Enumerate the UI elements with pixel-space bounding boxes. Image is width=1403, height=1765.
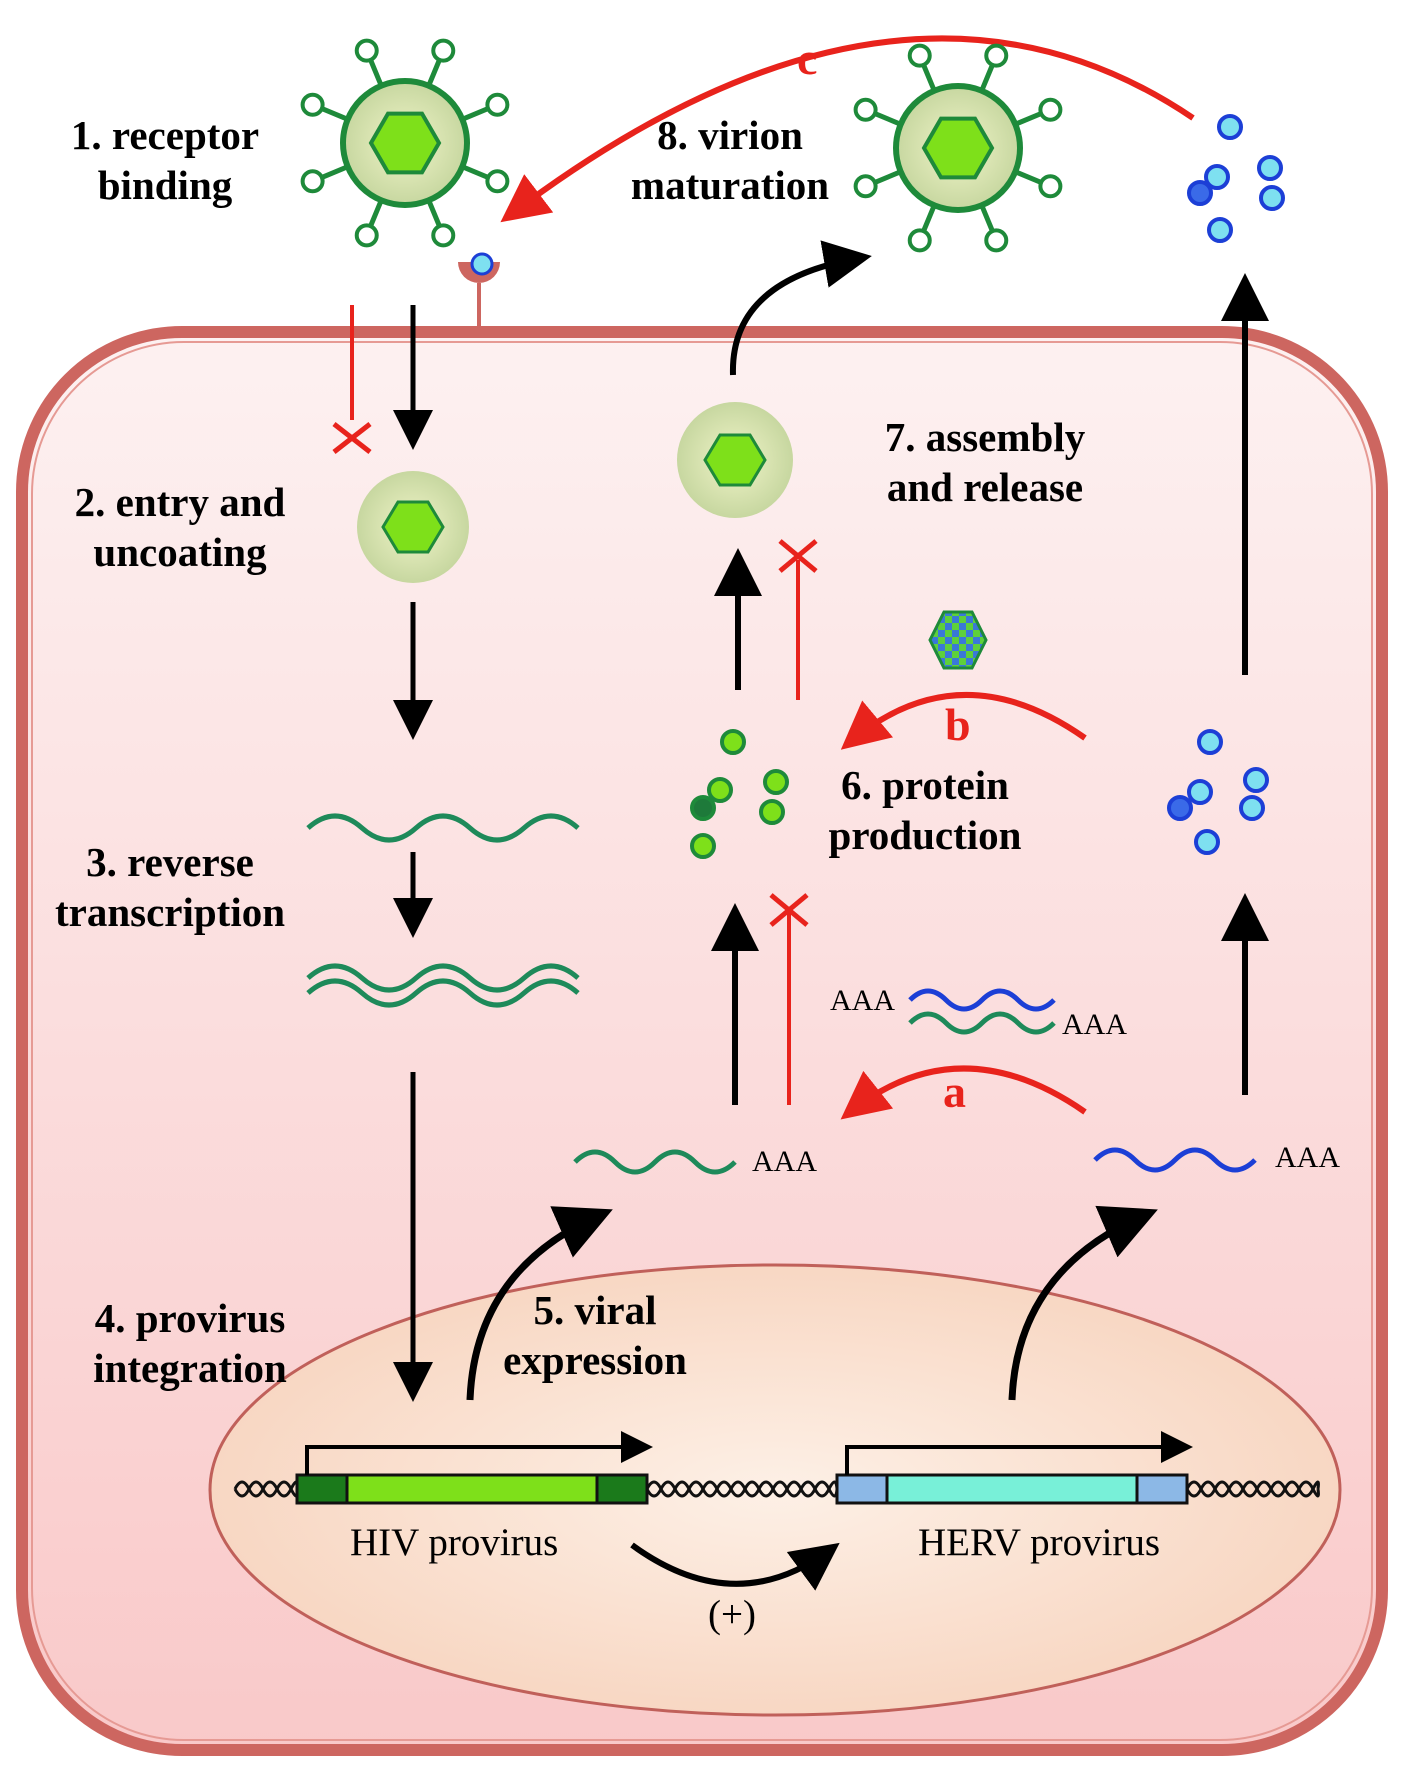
herv-protein-dot (1207, 217, 1233, 243)
hiv-mrna-icon (573, 1149, 737, 1175)
interaction-label-a: a (943, 1066, 966, 1117)
step-3-reverse-transcription: 3. reverse transcription (54, 839, 286, 935)
hybrid-rna-blue-icon (908, 988, 1056, 1012)
herv-mrna-icon (1093, 1147, 1257, 1173)
step-5-viral-expression: 5. viral expression (503, 1287, 687, 1383)
hiv-protein-dot (690, 795, 716, 821)
herv-protein-dot (1259, 185, 1285, 211)
hiv-protein-dot (759, 799, 785, 825)
poly-a-hybrid-green: AAA (1062, 1008, 1127, 1041)
activation-arrow (630, 1542, 840, 1591)
herv-protein-dot (1187, 779, 1213, 805)
hiv-virion-icon (300, 38, 510, 248)
hiv-virion-icon (853, 43, 1063, 253)
herv-provirus-label: HERV provirus (918, 1521, 1161, 1564)
interaction-arrow-b (840, 692, 1087, 750)
step-7-assembly-release: 7. assembly and release (884, 414, 1086, 510)
receptor-icon (458, 252, 500, 330)
interaction-arrow-a (840, 1065, 1087, 1120)
herv-protein-dot (1187, 180, 1213, 206)
step-1-receptor-binding: 1. receptor binding (70, 112, 260, 208)
step-4-provirus-integration: 4. provirus integration (93, 1295, 287, 1391)
hiv-provirus-label: HIV provirus (350, 1521, 559, 1564)
activation-plus-label: (+) (708, 1593, 756, 1636)
herv-protein-dot (1257, 155, 1283, 181)
hiv-dsdna-icon-strand1 (306, 963, 580, 993)
herv-protein-dot (1204, 164, 1230, 190)
capsid-icon (357, 471, 469, 583)
chromosome-dna-icon (233, 1480, 1320, 1498)
hiv-protein-dot (763, 769, 789, 795)
herv-protein-dot (1217, 114, 1243, 140)
hiv-protein-dot (707, 777, 733, 803)
herv-protein-dot (1239, 795, 1265, 821)
hiv-dsdna-icon-strand2 (306, 978, 580, 1008)
hiv-protein-dot (690, 833, 716, 859)
hiv-expression-arrow (466, 1206, 613, 1401)
herv-protein-dot (1194, 829, 1220, 855)
interaction-label-c: c (797, 33, 818, 84)
herv-expression-arrow (1008, 1205, 1158, 1401)
poly-a-hiv-mrna: AAA (752, 1145, 817, 1178)
hiv-protein-dot (720, 729, 746, 755)
interaction-label-b: b (945, 699, 971, 750)
herv-protein-dot (1167, 795, 1193, 821)
herv-provirus-gene (835, 1431, 1193, 1505)
poly-a-hybrid-blue: AAA (830, 984, 895, 1017)
capsid-icon (677, 402, 793, 518)
herv-protein-dot (1243, 767, 1269, 793)
cell-membrane-inner (31, 341, 1373, 1741)
herv-protein-dot (1197, 729, 1223, 755)
inhibition-x-icon (769, 893, 809, 927)
interaction-arrow-c (500, 35, 1195, 223)
step-2-entry-uncoating: 2. entry and uncoating (74, 479, 286, 575)
hiv-provirus-gene (295, 1431, 653, 1505)
step-8-virion-maturation: 8. virion maturation (630, 112, 830, 208)
hybrid-rna-green-icon (908, 1011, 1056, 1035)
inhibition-x-icon (332, 422, 372, 454)
arrow-release (729, 240, 872, 376)
hiv-genomic-rna-icon (306, 813, 580, 843)
step-6-protein-production: 6. protein production (828, 762, 1022, 858)
poly-a-herv-mrna: AAA (1275, 1141, 1340, 1174)
inhibition-x-icon (778, 539, 818, 573)
restriction-factor-icon (928, 610, 988, 670)
